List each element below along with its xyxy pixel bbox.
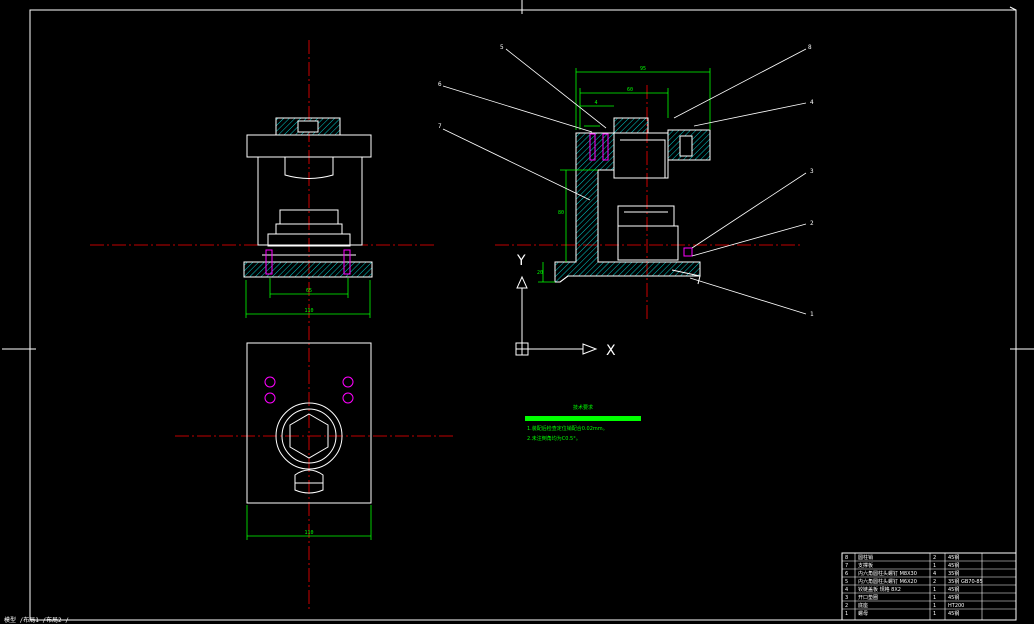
svg-text:2: 2 [933, 555, 936, 561]
svg-text:4: 4 [933, 571, 936, 577]
side-view-pins [589, 133, 693, 257]
ucs-y-label: Y [516, 253, 526, 269]
parts-list-row-4: 5 内六角圆柱头螺钉 M6X20 2 35钢 GB70-85 [845, 578, 983, 585]
dimension-side-small: 4 [594, 100, 597, 106]
dimension-front-width: 110 [304, 308, 313, 314]
layout-tabs[interactable]: 模型 /布局1 /布局2 / [4, 616, 69, 624]
svg-text:开口垫圈: 开口垫圈 [858, 594, 878, 601]
balloon-2: 2 [810, 220, 814, 227]
svg-text:1: 1 [933, 595, 936, 601]
balloon-6: 6 [438, 81, 442, 88]
svg-text:1: 1 [933, 563, 936, 569]
svg-text:1: 1 [933, 611, 936, 617]
svg-text:内六角圆柱头螺钉 M8X30: 内六角圆柱头螺钉 M8X30 [858, 570, 917, 577]
balloon-8: 8 [808, 44, 812, 51]
svg-text:7: 7 [845, 563, 848, 569]
svg-text:45钢: 45钢 [948, 586, 959, 593]
top-view-bolt-holes [264, 376, 354, 404]
svg-text:45钢: 45钢 [948, 562, 959, 569]
svg-text:螺母: 螺母 [858, 610, 868, 617]
svg-text:45钢: 45钢 [948, 594, 959, 601]
balloon-4: 4 [810, 99, 814, 106]
front-view-bolts [265, 249, 351, 275]
parts-list-row-1: 8 圆柱销 2 45钢 [845, 554, 959, 561]
parts-list-row-5: 4 铰链盖板 规格 8X2 1 45钢 [845, 586, 959, 593]
svg-text:3: 3 [845, 595, 848, 601]
ucs-x-label: X [606, 343, 616, 359]
front-view-dimensions [245, 278, 371, 318]
dimension-side-overall: 95 [640, 66, 646, 72]
side-view-dimensions [538, 68, 711, 283]
tech-req-line-1: 1.装配后检查定位销配合0.02mm。 [527, 425, 608, 432]
svg-text:1: 1 [933, 587, 936, 593]
dimension-front-bolt-span: 65 [306, 288, 312, 294]
svg-text:支撑板: 支撑板 [858, 562, 873, 569]
balloon-7: 7 [438, 123, 442, 130]
parts-list: 8 圆柱销 2 45钢 7 支撑板 1 45钢 6 内六角圆柱头螺钉 M8X30… [841, 552, 1017, 621]
side-section-view [554, 117, 711, 285]
svg-text:35钢: 35钢 [948, 570, 959, 577]
front-view [243, 117, 373, 278]
top-view-dimensions [246, 505, 372, 540]
tech-req-line-2: 2.未注倒角均为C0.5°。 [527, 435, 581, 442]
svg-text:4: 4 [845, 587, 848, 593]
svg-text:6: 6 [845, 571, 848, 577]
svg-text:底座: 底座 [858, 602, 868, 609]
svg-text:5: 5 [845, 579, 848, 585]
balloon-3: 3 [810, 168, 814, 175]
parts-list-row-7: 2 底座 1 HT200 [845, 602, 964, 609]
svg-text:8: 8 [845, 555, 848, 561]
svg-text:1: 1 [933, 603, 936, 609]
svg-text:1: 1 [845, 611, 848, 617]
svg-text:45钢: 45钢 [948, 554, 959, 561]
technical-requirements: 技术要求 1.装配后检查定位销配合0.02mm。 2.未注倒角均为C0.5°。 [525, 404, 641, 442]
dimension-top-width: 110 [304, 530, 313, 536]
svg-text:圆柱销: 圆柱销 [858, 554, 873, 561]
parts-list-row-8: 1 螺母 1 45钢 [845, 610, 959, 617]
ucs-icon [515, 275, 598, 356]
top-view [246, 342, 372, 504]
parts-list-row-6: 3 开口垫圈 1 45钢 [845, 594, 959, 601]
dimension-side-inner: 60 [627, 87, 633, 93]
parts-list-row-2: 7 支撑板 1 45钢 [845, 562, 959, 569]
svg-text:HT200: HT200 [948, 603, 964, 609]
dimension-side-height: 80 [558, 210, 564, 216]
parts-list-row-3: 6 内六角圆柱头螺钉 M8X30 4 35钢 [845, 570, 959, 577]
svg-text:内六角圆柱头螺钉 M6X20: 内六角圆柱头螺钉 M6X20 [858, 578, 917, 585]
tech-req-title: 技术要求 [573, 404, 593, 411]
svg-text:45钢: 45钢 [948, 610, 959, 617]
svg-text:2: 2 [845, 603, 848, 609]
layout-tabs-label[interactable]: 模型 /布局1 /布局2 / [4, 616, 69, 624]
leader-lines [442, 48, 807, 315]
svg-text:2: 2 [933, 579, 936, 585]
balloon-5: 5 [500, 44, 504, 51]
balloon-1: 1 [810, 311, 814, 318]
dimension-side-base: 20 [537, 270, 543, 276]
svg-text:35钢 GB70-85: 35钢 GB70-85 [948, 578, 983, 585]
center-lines [90, 40, 800, 612]
svg-text:铰链盖板 规格 8X2: 铰链盖板 规格 8X2 [858, 586, 901, 593]
